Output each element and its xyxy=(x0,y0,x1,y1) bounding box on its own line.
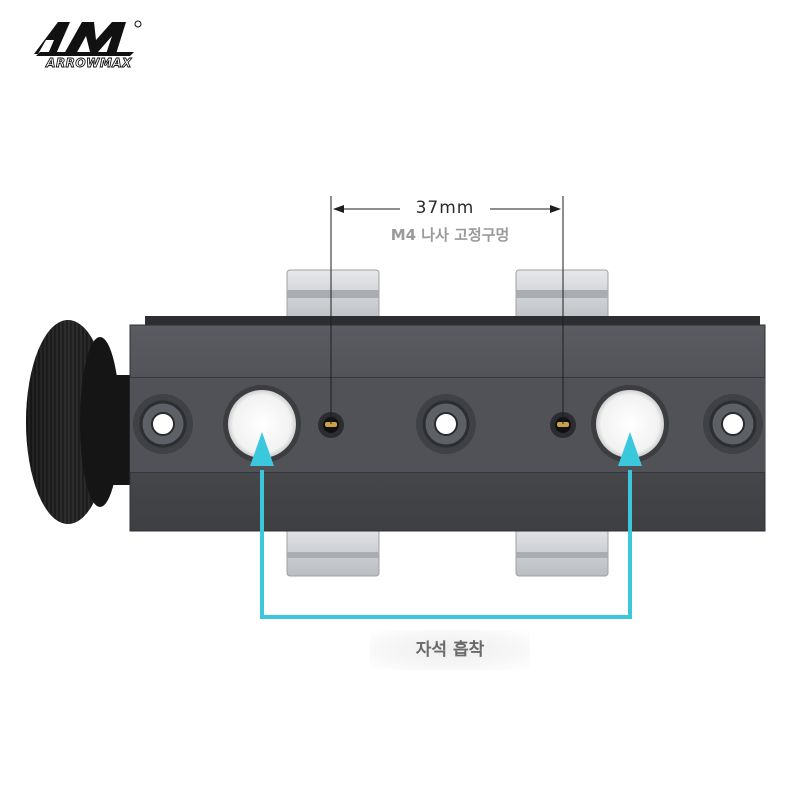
left-m4-hole xyxy=(318,412,344,438)
arrowmax-logo xyxy=(34,20,142,56)
center-mount-hole xyxy=(416,394,476,454)
dimension-lines xyxy=(330,196,564,424)
right-m4-hole xyxy=(550,412,576,438)
bottom-left-clip xyxy=(286,523,380,577)
magnet-callout-arrows xyxy=(260,470,632,619)
magnet-arrowheads xyxy=(250,432,642,466)
bottom-right-clip xyxy=(515,523,609,577)
left-mount-hole xyxy=(133,394,193,454)
dimension-caption: M4 나사 고정구멍 xyxy=(390,226,510,244)
left-magnet xyxy=(223,385,301,463)
magnet-caption: 자석 흡착 xyxy=(370,630,530,670)
right-mount-hole xyxy=(703,394,763,454)
adjustment-knob xyxy=(26,320,140,524)
right-magnet xyxy=(591,385,669,463)
brand-wordmark: ARROWMAX xyxy=(46,56,132,71)
dimension-value: 37mm xyxy=(400,198,490,220)
top-left-clip xyxy=(286,269,380,327)
